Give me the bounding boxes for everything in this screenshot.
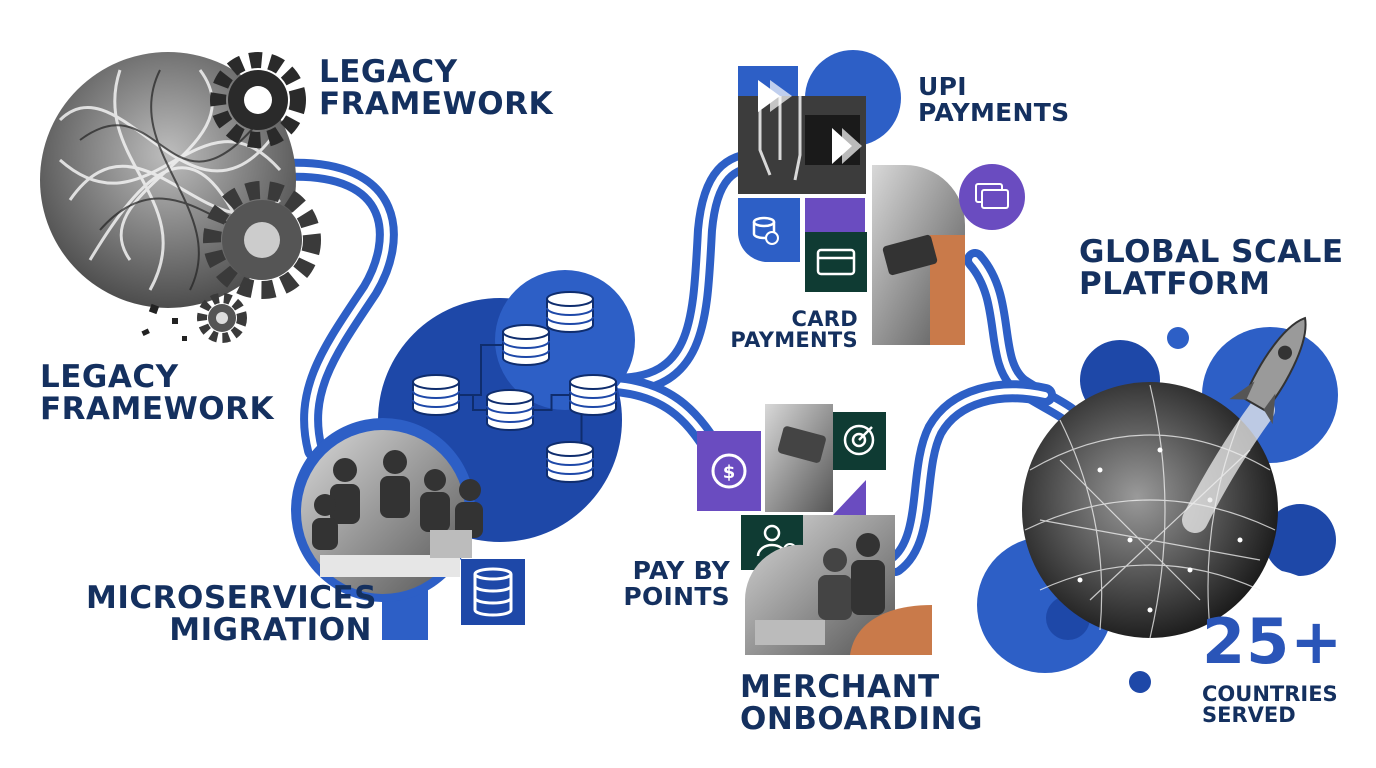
global-line-1: GLOBAL SCALE [1079,234,1344,270]
route-band-legacy-to-microservices [274,158,398,461]
microservices-migration-label: MICROSERVICES MIGRATION [86,580,378,648]
dollar-coin-icon: $ [697,431,761,511]
stat-line-2: SERVED [1202,703,1296,728]
microservices-line-1: MICROSERVICES [86,580,378,616]
svg-text:$: $ [723,462,736,483]
rocket-icon [1182,316,1307,533]
database-icon [412,291,617,483]
legacy-left-line-1: LEGACY [40,359,179,395]
card-line-1: CARD [791,307,858,331]
merchant-line-2: ONBOARDING [740,700,983,737]
points-line-2: POINTS [623,581,730,611]
stat-line-1: COUNTRIES [1202,682,1338,706]
card-payments-label: CARD PAYMENTS [700,307,858,353]
microservices-line-2: MIGRATION [169,611,372,648]
legacy-top-line-2: FRAMEWORK [319,85,554,122]
upi-payments-label: UPI PAYMENTS [918,74,1069,125]
card-payment-photo [872,165,965,345]
credit-card-icon [805,232,867,292]
points-line-1: PAY BY [632,556,730,585]
upi-logo-icon [758,80,862,164]
pay-by-points-label: PAY BY POINTS [600,558,730,609]
legacy-top-line-1: LEGACY [319,54,458,90]
gear-icon [197,293,247,343]
gear-icon [203,181,321,299]
purple-wedge [833,480,866,515]
upi-line-2: PAYMENTS [918,97,1070,127]
gear-icon [210,52,306,148]
upi-line-1: UPI [918,72,967,101]
coin-stack-icon [737,198,800,262]
target-icon [833,412,886,470]
merchant-onboarding-label: MERCHANT ONBOARDING [740,669,983,737]
credit-card-icon [959,164,1025,230]
merchant-line-1: MERCHANT [740,669,940,705]
countries-served-label: COUNTRIES SERVED [1202,682,1338,728]
merchant-photo [745,515,932,655]
countries-stat-value: 25+ [1202,605,1344,678]
card-terminal-photo [765,404,833,512]
team-photo [291,418,483,602]
global-line-2: PLATFORM [1079,265,1271,302]
debris-fragments [141,303,187,341]
legacy-framework-left-label: LEGACY FRAMEWORK [40,359,275,427]
global-scale-platform-label: GLOBAL SCALE PLATFORM [1079,234,1344,302]
purple-tile [805,198,865,236]
legacy-left-line-2: FRAMEWORK [40,390,275,427]
card-line-2: PAYMENTS [730,328,858,353]
database-icon [461,559,525,625]
legacy-framework-top-label: LEGACY FRAMEWORK [319,54,554,122]
